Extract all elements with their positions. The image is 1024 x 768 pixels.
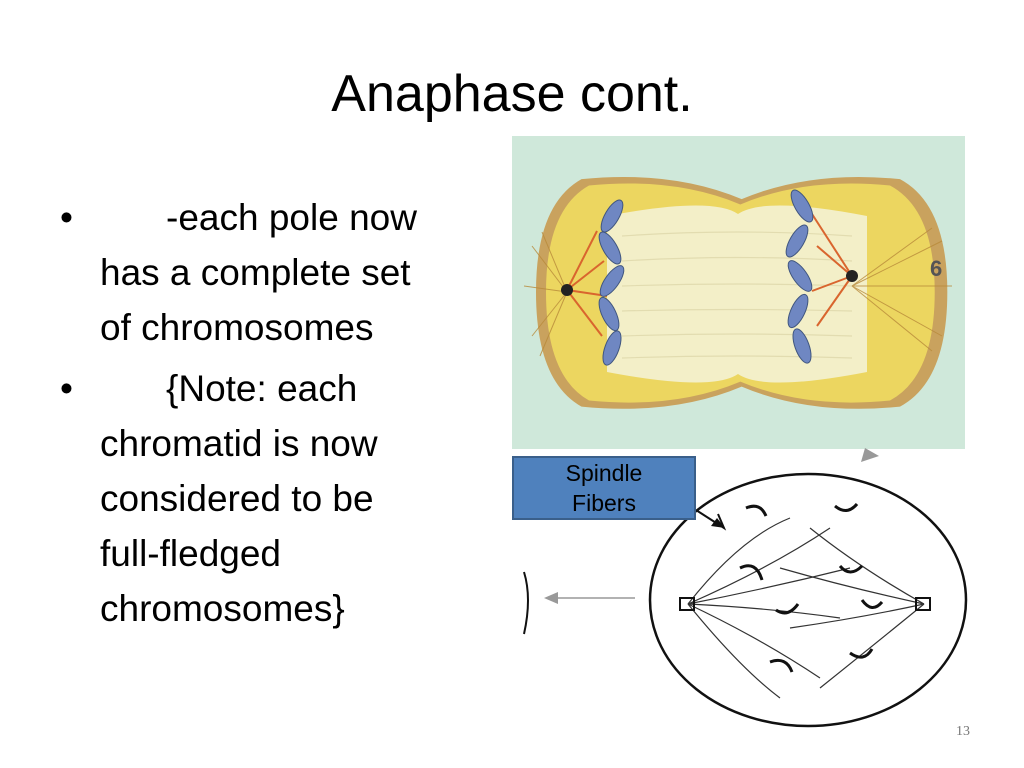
page-number: 13: [956, 724, 970, 739]
callout-line: Spindle: [565, 460, 643, 486]
bullet-line: has a complete set: [100, 252, 411, 293]
bullet-marker: •: [60, 197, 73, 238]
bullet-item: • -each pole now has a complete set of c…: [60, 190, 500, 355]
bullet-text: -each pole now: [166, 197, 417, 238]
bullet-line: considered to be: [100, 478, 374, 519]
bullet-marker: •: [60, 368, 73, 409]
bullet-line: {Note: each: [100, 361, 500, 416]
spindle-fibers-callout: Spindle Fibers: [512, 456, 696, 520]
bullet-line: -each pole now: [100, 190, 500, 245]
bullet-item: • {Note: each chromatid is now considere…: [60, 361, 500, 636]
callout-line: Fibers: [572, 490, 636, 516]
photo-number: 6: [930, 256, 942, 281]
bullet-text: {Note: each: [166, 368, 358, 409]
bullet-line: chromosomes}: [100, 588, 345, 629]
bullet-list: • -each pole now has a complete set of c…: [60, 190, 500, 642]
bullet-line: of chromosomes: [100, 307, 374, 348]
bullet-line: full-fledged: [100, 533, 282, 574]
bullet-line: chromatid is now: [100, 423, 378, 464]
anaphase-diagram: [523, 448, 968, 728]
anaphase-cell-photo: 6: [512, 136, 965, 449]
slide-title: Anaphase cont.: [331, 65, 693, 123]
